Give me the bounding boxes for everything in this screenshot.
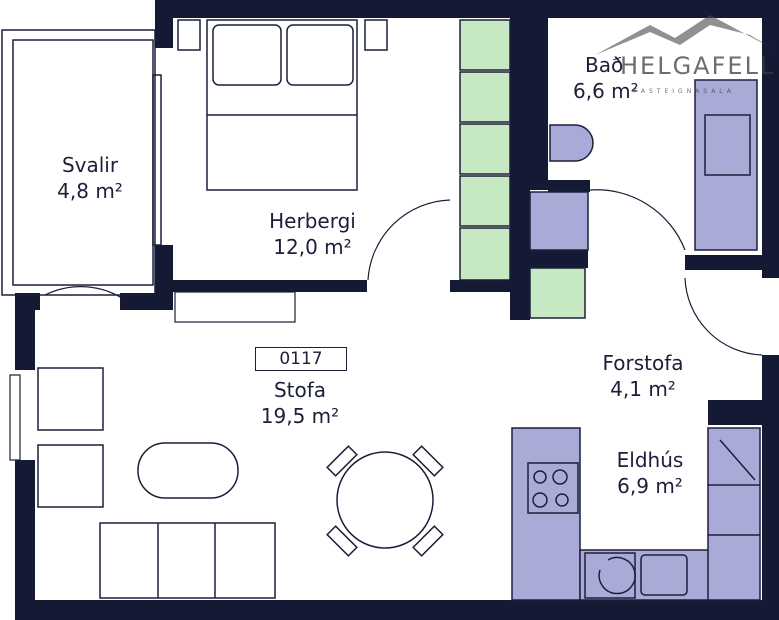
room-area: 12,0 m² <box>273 235 352 259</box>
bed <box>177 19 388 191</box>
room-name: Bað <box>585 53 624 77</box>
room-label-eldhus: Eldhús 6,9 m² <box>595 447 705 499</box>
logo-name: HELGAFELL <box>620 52 776 80</box>
bath-fixtures <box>529 79 758 251</box>
room-label-bad: Bað 6,6 m² <box>565 52 665 104</box>
mountain-logo-icon <box>595 15 775 55</box>
room-name: Svalir <box>61 153 119 177</box>
room-area: 6,6 m² <box>573 79 639 103</box>
wardrobe <box>459 19 586 319</box>
living-furniture <box>37 367 444 599</box>
company-logo: HELGAFELL FASTEIGNASALA <box>590 10 779 95</box>
room-area: 6,9 m² <box>617 474 683 498</box>
windows <box>9 286 296 461</box>
unit-number: 0117 <box>255 347 347 371</box>
room-area: 4,1 m² <box>610 377 676 401</box>
doors <box>367 189 763 356</box>
kitchen <box>511 427 761 601</box>
room-label-svalir: Svalir 4,8 m² <box>40 152 140 204</box>
room-label-stofa: Stofa 19,5 m² <box>240 377 360 429</box>
room-label-forstofa: Forstofa 4,1 m² <box>578 350 708 402</box>
room-name: Eldhús <box>616 448 684 472</box>
room-name: Stofa <box>273 378 327 402</box>
walls <box>15 0 779 620</box>
balcony <box>1 29 162 296</box>
logo-subtitle: FASTEIGNASALA <box>634 88 735 95</box>
room-name: Forstofa <box>602 351 684 375</box>
room-label-herbergi: Herbergi 12,0 m² <box>250 208 375 260</box>
room-area: 4,8 m² <box>57 179 123 203</box>
room-name: Herbergi <box>269 209 356 233</box>
room-area: 19,5 m² <box>260 404 340 428</box>
